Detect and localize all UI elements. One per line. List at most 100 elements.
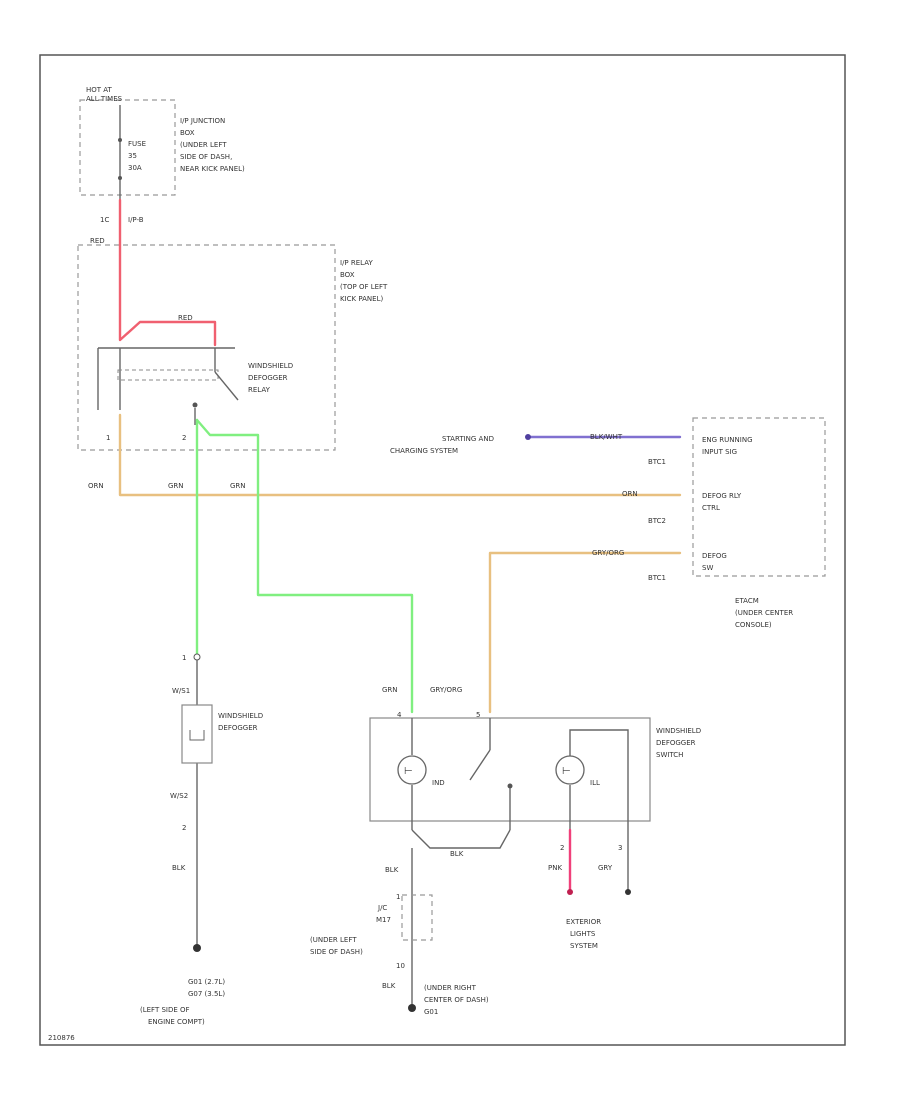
jb-desc-5: NEAR KICK PANEL): [180, 165, 245, 173]
fuse-label-3: 30A: [128, 164, 142, 172]
relay-box-outline: [77, 244, 336, 451]
fuse-label-2: 35: [128, 152, 137, 160]
etacm-outline: [692, 417, 826, 577]
ext-lights-1: EXTERIOR: [566, 918, 601, 926]
switch-pin4: 4: [397, 711, 402, 719]
ecm-pin-label-6: SW: [702, 564, 713, 572]
defogger-element: [189, 730, 205, 741]
fuse-conn-label: I/P-B: [128, 216, 144, 224]
wire-label-pnk: PNK: [548, 864, 562, 872]
relay-coil: [117, 369, 219, 381]
ecm-pin-label-1: ENG RUNNING: [702, 436, 753, 444]
relay-label-2: DEFOGGER: [248, 374, 288, 382]
defogger-conn-top: W/S1: [172, 687, 190, 695]
ind-lamp-icon: [397, 755, 427, 785]
ecm-desc-1: ETACM: [735, 597, 759, 605]
ext-lights-3: SYSTEM: [570, 942, 598, 950]
switch-contact-point: [507, 783, 513, 789]
defogger-conn-bottom: W/S2: [170, 792, 188, 800]
ind-lamp-glyph: ⊢: [404, 766, 413, 777]
defogger-pin2: 2: [182, 824, 186, 832]
fuse-pin-label: 1C: [100, 216, 109, 224]
relay-label-3: RELAY: [248, 386, 271, 394]
ill-lamp-circuit: [569, 729, 629, 830]
fuse-terminal-top: [118, 138, 122, 142]
jb-desc-3: (UNDER LEFT: [180, 141, 227, 149]
diagram-border: [39, 54, 846, 1046]
wire-label-orn1: ORN: [88, 482, 104, 490]
wire-label-blk2: BLK: [450, 850, 464, 858]
ext-lights-2: LIGHTS: [570, 930, 596, 938]
diagram-id: 210876: [48, 1034, 75, 1042]
ecm-pin-id-1: BTC1: [648, 458, 666, 466]
switch-label-2: DEFOGGER: [656, 739, 696, 747]
ground1-label-2: G07 (3.5L): [188, 990, 225, 998]
jb-desc-2: BOX: [180, 129, 195, 137]
gry-wire-dot: [625, 889, 631, 895]
red-wire-label: RED: [178, 314, 193, 322]
ground1-label-3: (LEFT SIDE OF: [140, 1006, 190, 1014]
ecm-pin-id-2: BTC2: [648, 517, 666, 525]
ill-lamp-glyph: ⊢: [562, 766, 571, 777]
jb-desc-1: I/P JUNCTION: [180, 117, 225, 125]
ground-g01-dash-icon: [408, 1004, 416, 1012]
ground-g01-icon: [193, 944, 201, 952]
wire-label-orn2: ORN: [622, 490, 638, 498]
hot-label-2: ALL TIMES: [86, 95, 123, 103]
wire-label-blk4: BLK: [382, 982, 396, 990]
purple-wire-dot: [525, 434, 531, 440]
red-wire: [118, 198, 217, 347]
ecm-pin-id-3: BTC1: [648, 574, 666, 582]
ground2-label-2: CENTER OF DASH): [424, 996, 489, 1004]
starting-label-2: CHARGING SYSTEM: [390, 447, 458, 455]
orange-wire: [118, 413, 682, 497]
wire-label-gry: GRY: [598, 864, 613, 872]
jc-label-1: J/C: [377, 904, 387, 912]
relay-label-1: WINDSHIELD: [248, 362, 293, 370]
green-wire-switch: [195, 418, 414, 714]
ground1-label-1: G01 (2.7L): [188, 978, 225, 986]
defogger-label-2: DEFOGGER: [218, 724, 258, 732]
relay-pin2: 2: [182, 434, 186, 442]
fuse-terminal-bottom: [118, 176, 122, 180]
wire-label-blk3: BLK: [385, 866, 399, 874]
switch-blk-wire: [411, 829, 511, 849]
ind-label: IND: [432, 779, 445, 787]
junction-box-outline: [79, 99, 176, 196]
relay-switch-arm: [214, 371, 239, 401]
gry-org-wire: [488, 551, 682, 714]
switch-pin-b2: 2: [560, 844, 564, 852]
fuse-label-1: FUSE: [128, 140, 146, 148]
switch-label-1: WINDSHIELD: [656, 727, 701, 735]
starting-label-1: STARTING AND: [442, 435, 494, 443]
purple-wire-label: BLK/WHT: [590, 433, 623, 441]
under-left-2: SIDE OF DASH): [310, 948, 363, 956]
relay-box-desc-2: BOX: [340, 271, 355, 279]
ecm-desc-3: CONSOLE): [735, 621, 772, 629]
wire-label-blk1: BLK: [172, 864, 186, 872]
wire-label-grn3: GRN: [382, 686, 398, 694]
relay-box-desc-3: (TOP OF LEFT: [340, 283, 388, 291]
wire-label-grn2: GRN: [230, 482, 246, 490]
relay-pin1: 1: [106, 434, 110, 442]
defogger-body: [181, 704, 213, 764]
relay-box-desc-4: KICK PANEL): [340, 295, 383, 303]
ecm-desc-2: (UNDER CENTER: [735, 609, 793, 617]
relay-box-desc-1: I/P RELAY: [340, 259, 373, 267]
switch-pin5: 5: [476, 711, 480, 719]
jc-pin-a: 1: [396, 893, 400, 901]
jb-desc-4: SIDE OF DASH,: [180, 153, 232, 161]
ill-label: ILL: [590, 779, 600, 787]
wire-label-gry-org: GRY/ORG: [592, 549, 624, 557]
pink-wire-dot: [567, 889, 573, 895]
jc-box-outline: [401, 894, 433, 941]
wire-label-grn1: GRN: [168, 482, 184, 490]
ecm-pin-label-3: DEFOG RLY: [702, 492, 742, 500]
switch-pin-b3: 3: [618, 844, 622, 852]
ecm-pin-label-5: DEFOG: [702, 552, 727, 560]
jc-label-2: M17: [376, 916, 391, 924]
relay-contact: [192, 402, 198, 408]
defogger-pin1: 1: [182, 654, 186, 662]
jc-pin-b: 10: [396, 962, 405, 970]
